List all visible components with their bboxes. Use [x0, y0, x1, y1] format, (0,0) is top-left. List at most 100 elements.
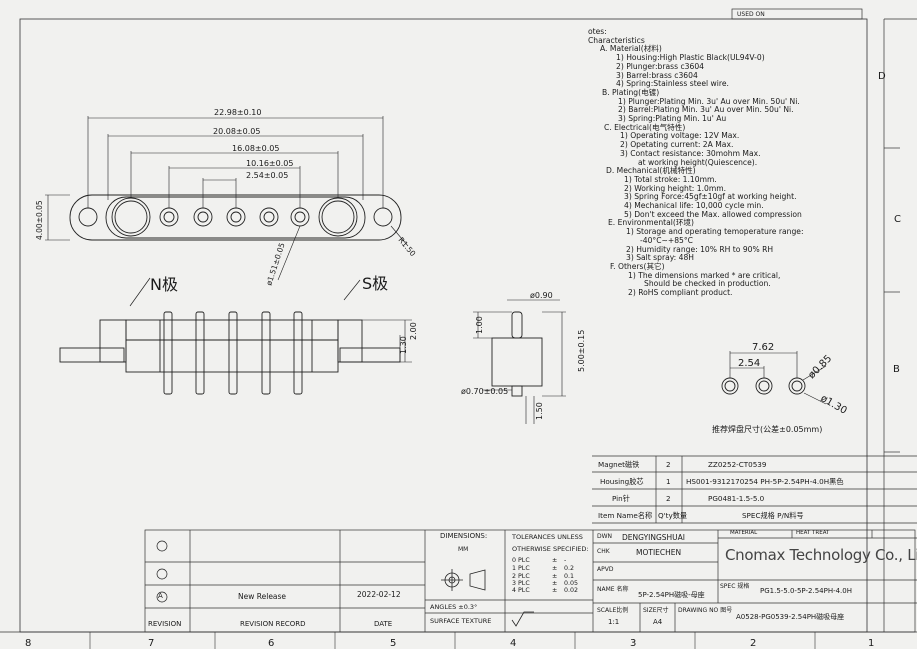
dim-tail: 1.50	[535, 402, 544, 420]
bom-qty-header: Q'ty数量	[658, 511, 688, 520]
bom-part-header: Item Name名称	[598, 511, 653, 520]
magnet-right	[318, 197, 358, 237]
zone-7: 7	[148, 638, 154, 649]
dwn-label: DWN	[597, 533, 613, 540]
revision-header: REVISION	[148, 620, 182, 628]
note-line: 1) Storage and operating temoperature ra…	[626, 227, 804, 237]
tol-val: 0.05	[564, 580, 579, 587]
used-on-label: USED ON	[737, 11, 765, 18]
note-line: 1) The dimensions marked * are critical,	[628, 270, 781, 280]
dim-side-a: 2.00	[409, 322, 418, 340]
revision-marks	[156, 540, 168, 603]
bom-part-2: Housing胶芯	[600, 477, 644, 486]
name-label: NAME 名称	[597, 586, 629, 593]
surface-texture-label: SURFACE TEXTURE	[430, 617, 492, 625]
footprint	[721, 351, 827, 405]
title-block-lines	[144, 529, 917, 633]
s-pole-label: S极	[362, 274, 388, 293]
material-label: MATERIAL	[730, 530, 758, 536]
drawing-no-label: DRAWING NO 图号	[678, 607, 733, 614]
dim-magnet-centers: 16.08±0.05	[232, 144, 279, 153]
company-name: Cnomax Technology Co., Limited	[725, 546, 917, 564]
projection-symbol	[441, 569, 486, 591]
zone-3: 3	[630, 638, 636, 649]
dim-overall: 22.98±0.10	[214, 108, 261, 117]
dim-hole: ø1.51±0.05	[264, 242, 286, 287]
note-line: 2) Barrel:Plating Min. 3u' Au over Min. …	[618, 105, 794, 115]
surface-texture-symbol	[511, 611, 534, 627]
side-letter-b: B	[893, 364, 900, 375]
note-line: Should be checked in production.	[644, 279, 771, 289]
note-line: 3) Spring Force:45gf±10gf at working hei…	[624, 192, 797, 202]
heat-treat-label: HEAT TREAT	[796, 530, 830, 536]
side-view	[59, 277, 412, 395]
note-line: 3) Barrel:brass c3604	[616, 70, 698, 80]
note-line: 1) Total stroke: 1.10mm.	[624, 174, 717, 184]
note-line: C. Electrical(电气特性)	[604, 122, 686, 132]
dim-fp-pitch: 2.54	[738, 358, 760, 369]
note-line: 1) Plunger:Plating Min. 3u' Au over Min.…	[618, 96, 800, 106]
dim-fp-span: 7.62	[752, 342, 774, 353]
revision-description: New Release	[238, 592, 287, 601]
zone-1: 1	[868, 638, 874, 649]
bom-spec-1: ZZ0252-CT0539	[708, 460, 767, 469]
zone-6: 6	[268, 638, 274, 649]
note-line: F. Others(其它)	[610, 261, 665, 271]
dim-body-len: 5.00±0.15	[577, 330, 586, 372]
dim-magnet-span: 20.08±0.05	[213, 127, 260, 136]
note-line: 4) Mechanical life: 10,000 cycle min.	[624, 201, 764, 211]
dwn-name: DENGYINGSHUAI	[622, 533, 686, 542]
dim-fp-inner: ø0.85	[806, 353, 834, 381]
note-line: 2) Plunger:brass c3604	[616, 61, 704, 71]
dim-side-b: 1.30	[399, 336, 408, 354]
chk-label: CHK	[597, 548, 610, 555]
dim-tip-len: 1.00	[475, 316, 484, 334]
used-on-box	[731, 8, 863, 20]
pin-holes	[159, 207, 310, 227]
bom-spec-2: HS001-9312170254 PH-5P-2.54PH-4.0H黑色	[686, 477, 844, 486]
tol-val: -	[564, 557, 567, 564]
tolerances-sub: OTHERWISE SPECIFIED:	[512, 545, 589, 553]
side-letter-d: D	[878, 71, 886, 82]
scale-label: SCALE比例	[597, 607, 629, 614]
tol-sign: ±	[552, 565, 558, 572]
note-line: otes:	[588, 27, 607, 36]
note-line: A. Material(材料)	[600, 44, 662, 54]
note-line: E. Environmental(环境)	[608, 218, 694, 228]
tol-val: 0.02	[564, 587, 579, 594]
note-line: 1) Housing:High Plastic Black(UL94V-0)	[616, 53, 765, 63]
housing-outline	[69, 194, 402, 241]
zone-5: 5	[390, 638, 396, 649]
tol-val: 0.2	[564, 565, 575, 572]
tol-plc: 4 PLC	[512, 587, 530, 594]
note-line: D. Mechanical(机械特性)	[606, 166, 696, 176]
spec-value: PG1.5-5.0-5P-2.54PH-4.0H	[760, 587, 853, 595]
bom-spec-header: SPEC规格 P/N料号	[742, 511, 804, 520]
pin-detail	[473, 299, 566, 424]
note-line: 2) Working height: 1.0mm.	[624, 183, 727, 193]
dim-pitch: 2.54±0.05	[246, 171, 288, 180]
top-dimensions	[45, 116, 409, 281]
tol-sign: ±	[552, 587, 558, 594]
angles-label: ANGLES ±0.3°	[430, 603, 478, 611]
dim-radius: R1.50	[396, 236, 417, 259]
zone-8: 8	[25, 638, 31, 649]
note-line: 5) Don't exceed the Max. allowed compres…	[624, 209, 802, 219]
dim-tip-dia: ø0.90	[530, 291, 553, 300]
drawing-no-value: A0528-PG0539-2.54PH磁吸母座	[736, 613, 845, 621]
revision-mark: A	[158, 592, 163, 600]
revision-record-header: REVISION RECORD	[240, 620, 306, 628]
tol-val: 0.1	[564, 573, 575, 580]
magnet-pocket	[105, 196, 366, 239]
tol-sign: ±	[552, 580, 558, 587]
bom-part-1: Magnet磁铁	[598, 460, 640, 469]
size-label: SIZE尺寸	[643, 607, 669, 614]
revision-date: 2022-02-12	[357, 590, 401, 599]
tol-sign: ±	[552, 573, 558, 580]
notes-block: otes: Characteristics A. Material(材料) 1)…	[588, 27, 913, 298]
bom-part-3: Pin针	[612, 494, 630, 503]
note-line: 1) Operating voltage: 12V Max.	[620, 131, 740, 141]
note-line: 2) Opetating current: 2A Max.	[620, 140, 734, 150]
footprint-caption: 推荐焊盘尺寸(公差±0.05mm)	[712, 424, 822, 434]
